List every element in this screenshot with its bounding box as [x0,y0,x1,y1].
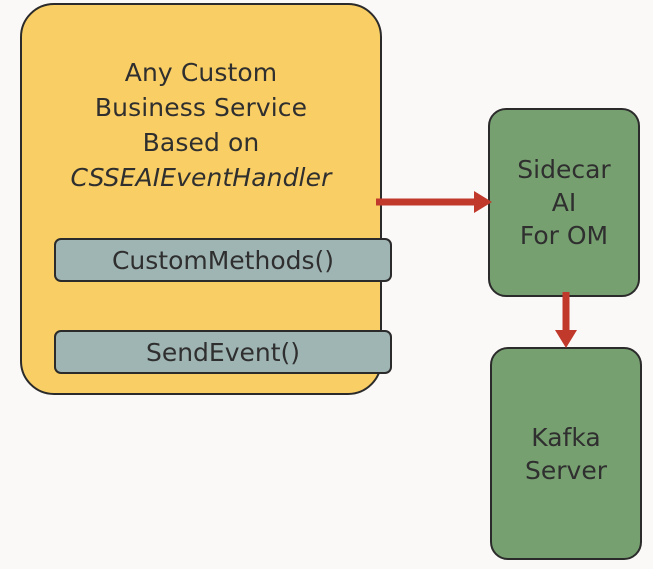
method-chip-label: CustomMethods() [111,245,335,275]
method-chip-custom-methods[interactable]: CustomMethods() [54,238,392,282]
node-sidecar-ai-for-om[interactable]: Sidecar AI For OM [488,108,640,297]
sidecar-label: Sidecar AI For OM [517,155,611,250]
arrow-sidecar-to-kafka-icon [555,292,577,348]
arrow-service-to-sidecar-icon [376,191,492,213]
service-subtitle-handler: CSSEAIEventHandler [70,163,332,192]
node-custom-business-service[interactable]: Any Custom Business Service Based on CSS… [20,3,392,395]
node-kafka-server[interactable]: Kafka Server [490,347,642,560]
method-chip-label: SendEvent() [145,337,301,367]
kafka-label: Kafka Server [525,422,607,485]
service-title: Any Custom Business Service Based on [94,58,308,157]
method-chip-send-event[interactable]: SendEvent() [54,330,392,374]
